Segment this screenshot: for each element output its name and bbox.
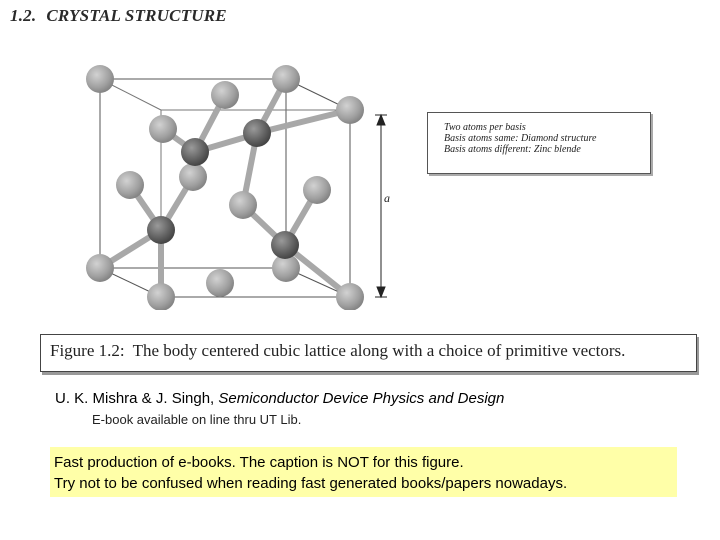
figure-caption-box: Figure 1.2: The body centered cubic latti…: [40, 334, 697, 372]
reference-authors: U. K. Mishra & J. Singh,: [55, 390, 219, 407]
figure-caption: Figure 1.2: The body centered cubic latti…: [50, 341, 625, 361]
book-reference: U. K. Mishra & J. Singh, Semiconductor D…: [55, 390, 504, 407]
face-atoms: [86, 65, 364, 310]
section-number: 1.2.: [10, 6, 37, 25]
caption-label: Figure 1.2:: [50, 341, 125, 360]
basis-note: Basis atoms different: Zinc blende: [444, 144, 581, 155]
reference-book-title: Semiconductor Device Physics and Design: [218, 390, 505, 407]
basis-atoms: [147, 119, 299, 259]
lattice-constant-label: a: [384, 191, 390, 205]
note-line: Try not to be confused when reading fast…: [54, 475, 568, 492]
basis-notes-box: Two atoms per basis Basis atoms same: Di…: [427, 112, 651, 174]
warning-note-box: Fast production of e-books. The caption …: [50, 447, 677, 497]
section-title: CRYSTAL STRUCTURE: [46, 6, 227, 25]
basis-note: Two atoms per basis: [444, 122, 526, 133]
diamond-crystal-structure-figure: a: [86, 65, 390, 310]
section-heading: 1.2. CRYSTAL STRUCTURE: [10, 6, 227, 26]
lattice-constant-arrow: [375, 113, 387, 299]
caption-text: The body centered cubic lattice along wi…: [132, 341, 626, 360]
basis-note: Basis atoms same: Diamond structure: [444, 133, 597, 144]
note-line: Fast production of e-books. The caption …: [54, 454, 464, 471]
ebook-availability: E-book available on line thru UT Lib.: [92, 412, 302, 427]
